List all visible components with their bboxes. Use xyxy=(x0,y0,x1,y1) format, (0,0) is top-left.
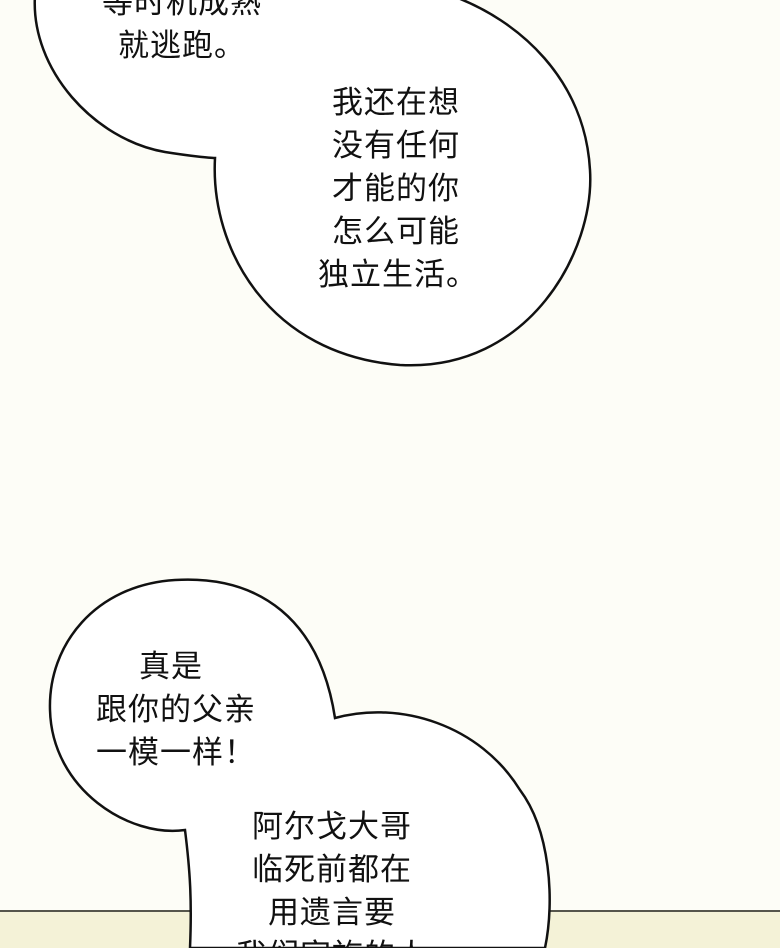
speech-line: 临死前都在 xyxy=(252,852,412,888)
speech-line: 我还在想 xyxy=(332,85,460,121)
speech-line: 阿尔戈大哥 xyxy=(252,809,412,845)
speech-text-top-part-2: 我还在想 没有任何 才能的你 怎么可能 独立生活。 xyxy=(318,82,478,297)
speech-text-bottom-part-1: 真是 跟你的父亲 一模一样！ xyxy=(96,646,256,775)
speech-line: 真是 xyxy=(139,649,203,685)
speech-line: 我们家族的人 xyxy=(236,935,428,948)
speech-line: 没有任何 xyxy=(332,128,460,164)
speech-bubble-bottom-shape xyxy=(48,578,551,948)
speech-line: 才能的你 xyxy=(332,171,460,207)
speech-line: 就逃跑。 xyxy=(118,28,246,64)
speech-line: 跟你的父亲 xyxy=(96,692,256,728)
speech-line: 怎么可能 xyxy=(332,214,460,250)
speech-line: 用遗言要 xyxy=(268,895,396,931)
speech-text-bottom-part-2: 阿尔戈大哥 临死前都在 用遗言要 我们家族的人 xyxy=(236,806,428,948)
speech-line: 独立生活。 xyxy=(318,257,478,293)
speech-text-top-part-1: 等时机成熟 就逃跑。 xyxy=(102,0,262,68)
speech-line: 等时机成熟 xyxy=(102,0,262,21)
speech-bubble-top-shape xyxy=(33,0,592,367)
speech-line: 一模一样！ xyxy=(96,735,256,771)
